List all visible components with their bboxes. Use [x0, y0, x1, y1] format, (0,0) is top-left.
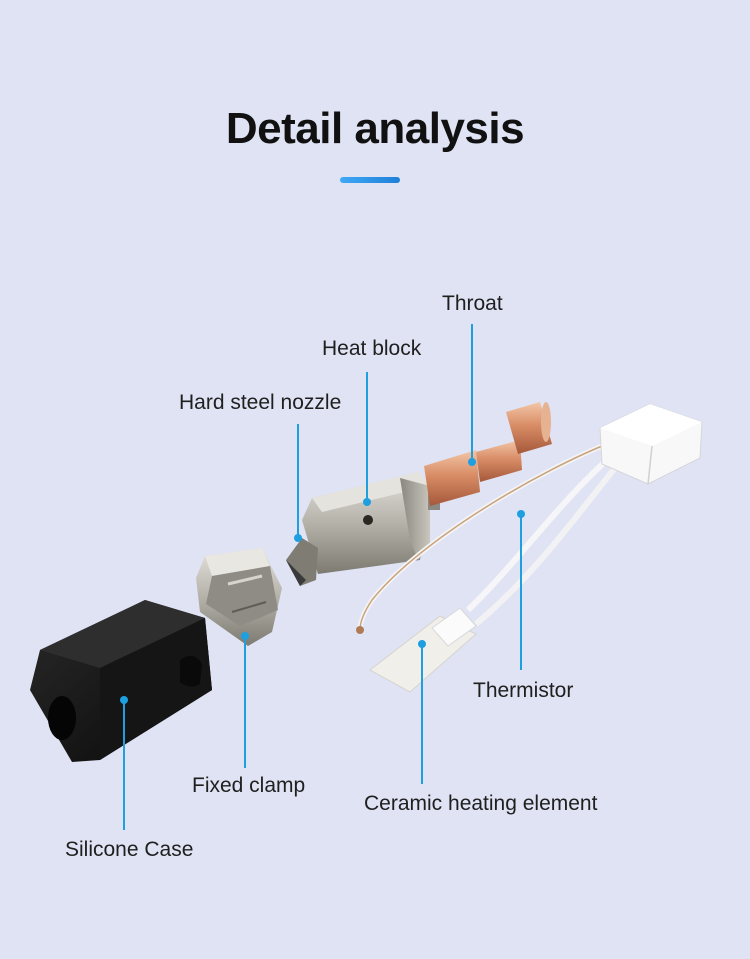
sensor-wires	[356, 439, 623, 634]
label-silicone-case: Silicone Case	[65, 838, 194, 861]
label-heat-block: Heat block	[322, 337, 422, 360]
label-throat: Throat	[442, 292, 503, 315]
label-hard-steel-nozzle: Hard steel nozzle	[179, 391, 342, 414]
fixed-clamp	[196, 548, 282, 646]
title-accent-bar	[340, 177, 400, 183]
wire-connector	[599, 403, 703, 485]
label-ceramic-heating-element: Ceramic heating element	[364, 792, 598, 815]
leader-lines	[120, 324, 525, 830]
throat	[424, 402, 552, 506]
label-thermistor: Thermistor	[473, 679, 574, 702]
page-title: Detail analysis	[225, 104, 525, 153]
silicone-case	[30, 600, 212, 762]
label-fixed-clamp: Fixed clamp	[192, 774, 306, 797]
heat-block-assembly	[286, 472, 440, 586]
